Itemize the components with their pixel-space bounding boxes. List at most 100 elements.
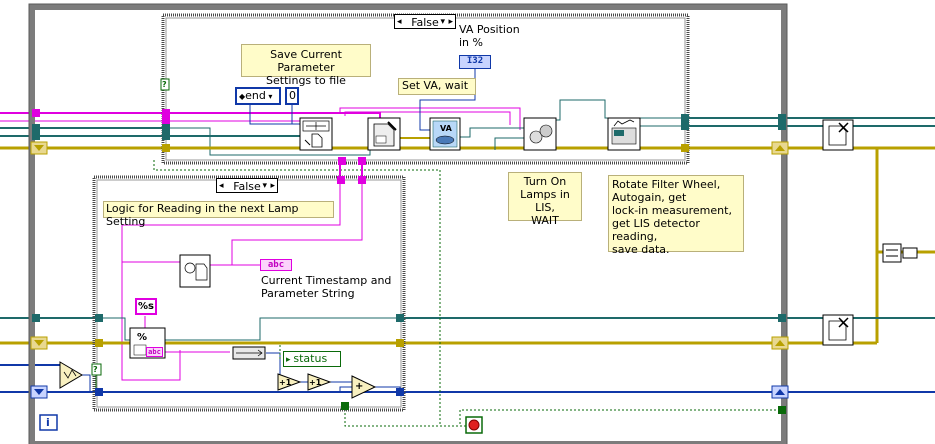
format-output-string: abc [146,347,163,357]
status-arrow-icon: ▸ [286,355,294,365]
add-node[interactable] [351,375,377,399]
close-file-node[interactable] [822,314,854,346]
case-selector-prev-icon[interactable]: ◂ [219,181,224,191]
tunnel [341,402,349,410]
shift-register-right[interactable] [771,336,789,350]
tunnel [162,109,170,117]
numeric-wire [82,374,91,392]
comment-rotate-filter: Rotate Filter Wheel, Autogain, get lock-… [608,175,744,256]
while-loop [28,3,788,444]
boolean-wire [459,409,780,426]
increment-node[interactable] [307,373,332,391]
loop-condition-stop[interactable] [465,416,483,434]
tunnels [32,109,786,414]
comment-set-va: Set VA, wait [398,78,476,95]
boolean-wire [344,405,440,427]
tunnel [778,122,786,130]
case-selector-prev-icon[interactable]: ◂ [397,17,402,27]
tunnel [337,176,345,184]
va-subvi-label: VA [440,124,452,133]
shift-registers [30,141,789,399]
string-indicator: abc [260,259,292,271]
boolean-tunnel-input[interactable] [160,78,170,91]
offset-constant[interactable]: 0 [285,87,299,105]
tunnel [358,157,366,165]
string-wire [339,107,521,130]
va-subvi[interactable] [429,117,461,151]
tunnel [95,388,103,396]
string-wire [344,111,511,125]
file-position-constant[interactable]: ◆end ▾ [235,87,281,105]
while-loop-frame [29,4,787,444]
write-text-file-node[interactable] [367,117,401,151]
case-selector-dropdown-icon[interactable]: ▾ [262,181,267,191]
shift-register-right[interactable] [771,141,789,155]
file-position-value: end [245,89,266,102]
wires [0,68,935,427]
close-file-node[interactable] [822,119,854,151]
shift-register-left[interactable] [30,385,48,399]
refnum-wire [165,317,400,341]
case-selector-dropdown-icon[interactable]: ▾ [440,17,445,27]
tunnel [358,176,366,184]
tunnel [338,157,346,165]
refnum-wire [165,127,371,156]
inner-case-selector[interactable]: ◂ False ▾ ▸ [216,178,278,193]
tunnel [95,314,103,322]
iteration-terminal-label: i [46,416,50,429]
numeric-wire [249,104,300,125]
label-timestamp: Current Timestamp and Parameter String [261,274,392,300]
case-selector-next-icon[interactable]: ▸ [270,181,275,191]
top-case-selector[interactable]: ◂ False ▾ ▸ [394,14,456,29]
comment-logic-lamp: Logic for Reading in the next Lamp Setti… [103,201,334,228]
boolean-wire [153,160,470,427]
shift-register-right[interactable] [771,385,789,399]
rotate-filter-subvi[interactable] [607,117,641,151]
timestamp-node[interactable] [179,254,211,288]
tunnel [778,114,786,122]
array-size-node[interactable] [232,346,266,360]
tunnel [396,388,404,396]
tunnel [95,339,103,347]
shift-register-left[interactable] [30,336,48,350]
inner-case-frame [92,175,406,412]
tunnel [32,124,40,132]
increment-label: +1 [309,378,322,387]
boolean-terminal-label: ? [93,365,98,374]
tunnel [162,132,170,140]
set-file-position-node[interactable] [299,117,333,151]
top-case-selector-value: False [411,16,439,29]
threshold-node[interactable] [59,361,83,389]
increment-node[interactable] [277,373,302,391]
tunnel [162,124,170,132]
tunnel [32,314,40,322]
add-label: + [355,381,364,392]
merge-errors-node[interactable] [882,243,918,263]
nodes [39,78,918,434]
tunnel [162,117,170,125]
refnum-wire [540,99,688,121]
refnum-wire [494,137,525,150]
tunnel [778,314,786,322]
refnum-wire [100,317,130,341]
lamps-subvi[interactable] [523,117,557,151]
increment-label: +1 [279,378,292,387]
refnum-wire [460,127,525,138]
boolean-terminal-label: ? [162,80,167,89]
status-label: status [293,352,328,365]
tunnel [681,122,689,130]
case-selector-next-icon[interactable]: ▸ [448,17,453,27]
string-wire [121,180,341,381]
string-wire [165,120,301,130]
shift-register-left[interactable] [30,141,48,155]
comment-turn-on-lamps: Turn On Lamps in LIS, WAIT [508,172,582,227]
format-string-constant[interactable]: %s [135,298,157,315]
tunnel [396,339,404,347]
boolean-terminal[interactable] [91,363,102,376]
tunnel [681,114,689,122]
status-indicator: ▸ status [283,351,341,367]
inner-case-selector-value: False [233,180,261,193]
format-into-string-symbol: % [137,332,148,343]
while-loop-edge [28,3,788,444]
